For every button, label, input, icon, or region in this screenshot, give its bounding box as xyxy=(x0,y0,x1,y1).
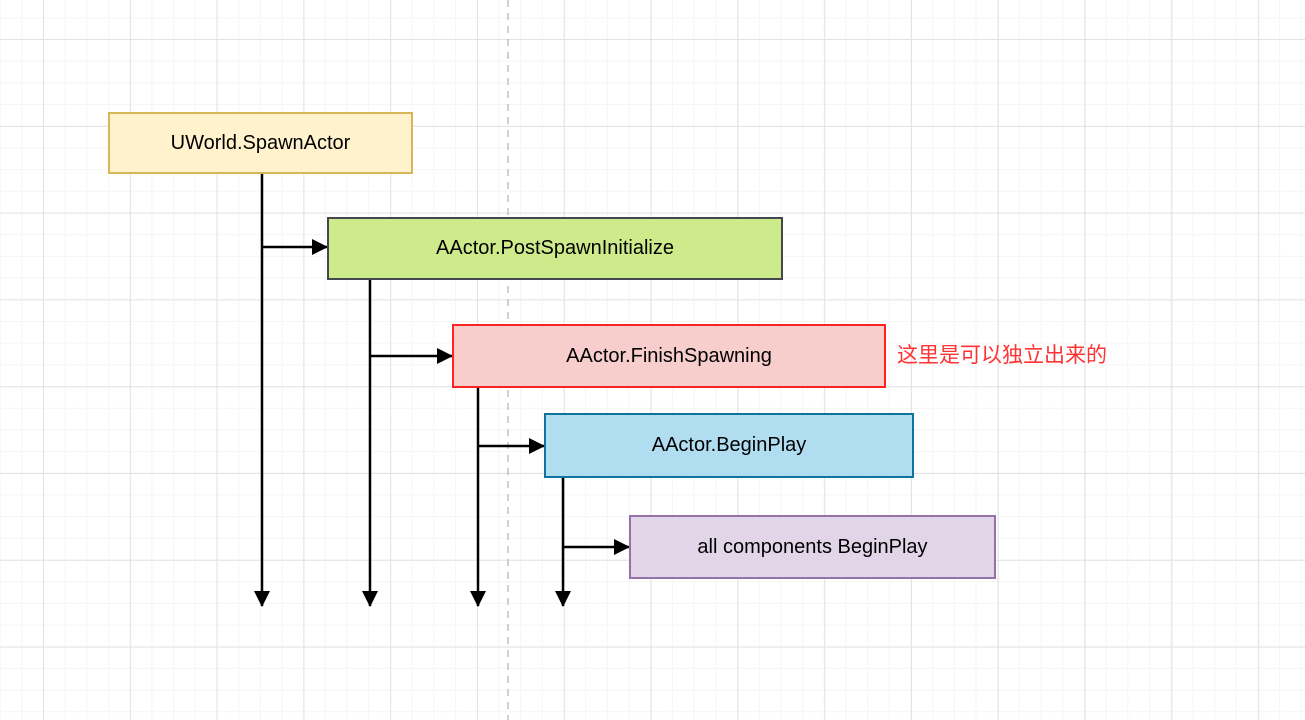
node-uworld-spawnactor[interactable]: UWorld.SpawnActor xyxy=(108,112,413,174)
node-aactor-finishspawning[interactable]: AActor.FinishSpawning xyxy=(452,324,886,388)
annotation-text[interactable]: 这里是可以独立出来的 xyxy=(897,344,1107,367)
node-aactor-postspawninitialize[interactable]: AActor.PostSpawnInitialize xyxy=(327,217,783,280)
node-aactor-beginplay[interactable]: AActor.BeginPlay xyxy=(544,413,914,478)
node-all-components-beginplay[interactable]: all components BeginPlay xyxy=(629,515,996,579)
